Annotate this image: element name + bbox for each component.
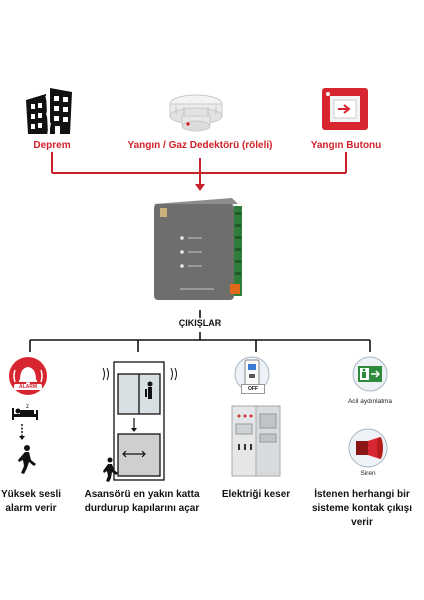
elevator-output-line2: durdurup kapılarını açar: [84, 503, 200, 514]
control-panel-device: [154, 198, 242, 300]
alarm-bell-icon: [9, 357, 47, 395]
smoke-detector-icon: [169, 94, 223, 132]
fire-button-label: Yangın Butonu: [310, 140, 382, 151]
alarm-output-line2: alarm verir: [5, 503, 57, 514]
circuit-breaker-icon: [234, 356, 270, 392]
electrical-cabinet-icon: [231, 405, 281, 477]
alarm-output-line1: Yüksek sesli: [0, 489, 62, 500]
power-cut-output: Elektriği keser: [221, 489, 291, 500]
earthquake-building-icon: [26, 88, 72, 135]
siren-icon: [348, 428, 388, 468]
emergency-light-label: Acil aydınlatma: [347, 398, 393, 405]
earthquake-label: Deprem: [33, 140, 71, 151]
detector-label: Yangın / Gaz Dedektörü (röleli): [127, 140, 273, 151]
sleep-wake-run-icon: z: [12, 404, 38, 474]
outputs-title: ÇIKIŞLAR: [178, 318, 222, 328]
elevator-icon: [102, 361, 177, 482]
svg-text:z: z: [26, 404, 29, 410]
fire-button-icon: [322, 88, 368, 130]
emergency-light-icon: [352, 356, 388, 392]
elevator-output-line1: Asansörü en yakın katta: [84, 489, 200, 500]
contact-output-line1: İstenen herhangi bir: [314, 489, 410, 500]
contact-output-line2: sisteme kontak çıkışı verir: [311, 503, 413, 528]
siren-label: Siren: [360, 470, 376, 477]
alarm-icon-text: ALARM: [14, 384, 42, 390]
off-label: OFF: [241, 384, 265, 394]
